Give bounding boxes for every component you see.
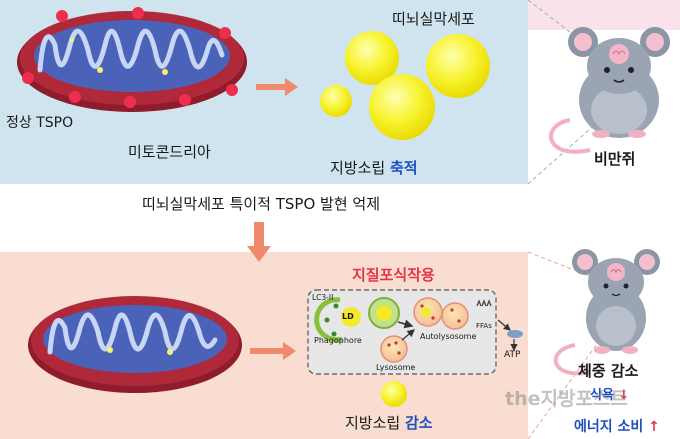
obese-mouse-top xyxy=(549,27,670,154)
engulfing-vesicle xyxy=(368,297,414,329)
energy-arrow: ↑ xyxy=(648,419,660,435)
arrow-right-top xyxy=(256,78,298,96)
lysosome-graphic xyxy=(380,329,415,363)
mito-label: 미토콘드리아 xyxy=(128,143,211,161)
ld-label: LD xyxy=(342,312,354,321)
fat-label-bottom: 지방소립 감소 xyxy=(345,414,433,432)
arrow-right-bottom xyxy=(250,342,296,360)
tspo-label: 정상 TSPO xyxy=(6,115,74,131)
process-title: 지질포식작용 xyxy=(352,266,435,284)
weight-label: 체중 감소 xyxy=(578,362,639,380)
energy-label: 에너지 소비 ↑ xyxy=(574,419,660,435)
watermark: the지방포스트 xyxy=(505,388,628,410)
fat-droplets-top xyxy=(320,31,490,140)
arrow-down xyxy=(247,222,271,262)
phagophore-graphic xyxy=(314,297,361,343)
mouse-label-top: 비만쥐 xyxy=(594,150,636,168)
mitochondrion-top xyxy=(17,11,247,112)
fat-state-top: 축적 xyxy=(389,159,418,177)
middle-caption: 띠뇌실막세포 특이적 TSPO 발현 억제 xyxy=(142,195,381,213)
fat-droplet-bottom xyxy=(381,381,407,407)
guide-line xyxy=(527,119,601,185)
fat-state-bottom: 감소 xyxy=(404,414,433,432)
phagophore-label: Phagophore xyxy=(314,336,362,345)
mouse-bottom xyxy=(553,249,660,376)
ffas-label: FFAs xyxy=(476,322,492,330)
ffas-graphic xyxy=(476,299,523,352)
top-right-strip xyxy=(528,0,680,30)
guide-line xyxy=(527,0,601,56)
autolysosome-graphic xyxy=(413,297,469,330)
appetite-label: 식욕 ↓ xyxy=(590,388,630,403)
fat-label-top: 지방소립 축적 xyxy=(330,159,418,177)
autolysosome-label: Autolysosome xyxy=(420,332,477,341)
guide-line xyxy=(527,251,601,281)
mitochondrion-bottom xyxy=(28,296,242,393)
tspo-markers xyxy=(22,7,238,108)
atp-label: ATP xyxy=(504,350,521,360)
lc3-label: LC3-II xyxy=(312,293,334,302)
appetite-arrow: ↓ xyxy=(618,388,630,403)
lysosome-label: Lysosome xyxy=(376,363,416,372)
cell-label: 띠뇌실막세포 xyxy=(392,10,475,28)
